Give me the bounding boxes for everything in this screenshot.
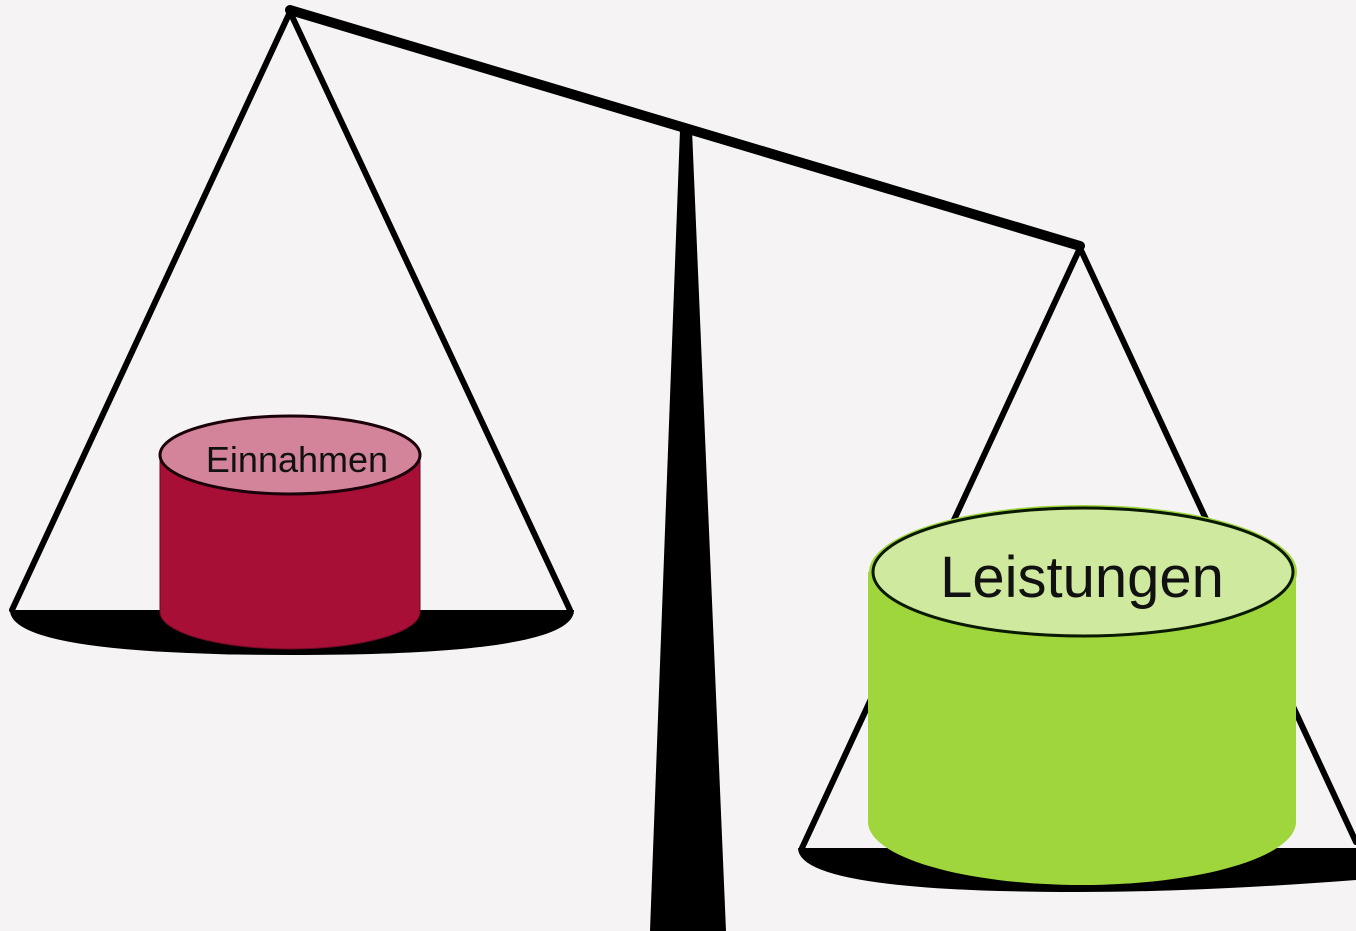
left-weight-top	[158, 414, 422, 496]
right-weight-top	[871, 506, 1295, 638]
left-pan-string-right	[287, 9, 573, 613]
right-weight: Leistungen	[868, 505, 1297, 885]
left-weight-label: Einnahmen	[206, 439, 388, 480]
scale-post	[650, 130, 726, 931]
right-weight-label: Leistungen	[940, 545, 1224, 610]
left-weight: Einnahmen	[158, 414, 422, 650]
left-weight-body	[159, 454, 421, 650]
right-weight-body	[868, 572, 1296, 885]
left-pan-string-left	[9, 9, 293, 613]
scale-beam	[285, 5, 1085, 251]
